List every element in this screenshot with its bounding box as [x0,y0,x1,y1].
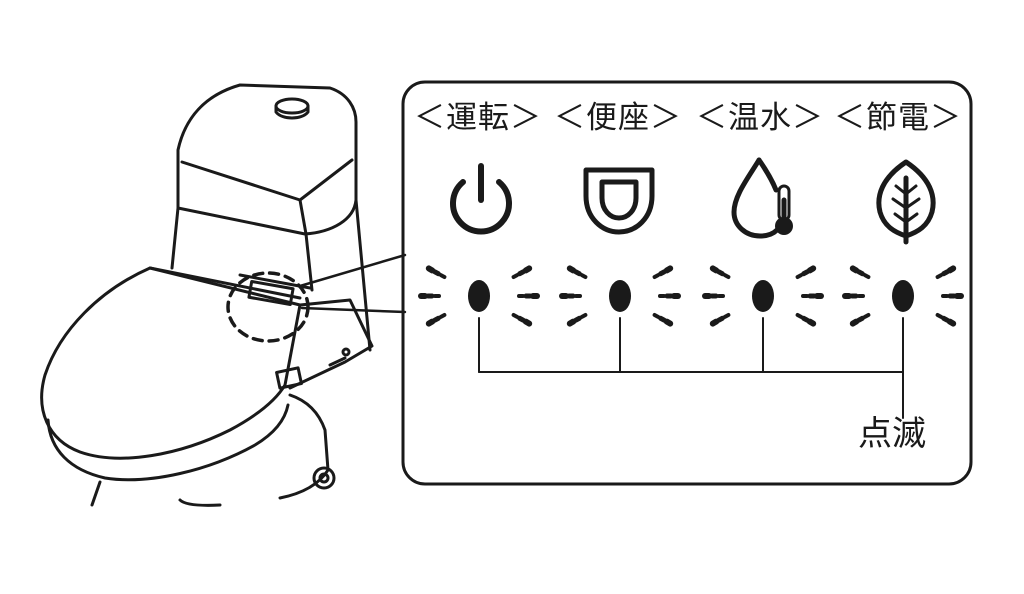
label-seat: ＜便座＞ [554,100,682,136]
blink-ray [709,265,720,274]
indicator-power [418,265,540,327]
blink-ray [652,273,661,279]
blink-ray [722,313,731,319]
blink-ray [511,273,520,279]
blink-ray [663,265,674,274]
toilet-seat-icon [583,167,655,235]
tank-lid-edge [180,158,354,202]
blink-ray [849,265,860,274]
power-icon [450,163,512,235]
blink-ray [716,315,725,323]
blink-ray [941,315,950,323]
callout-panel [401,80,973,486]
blink-ray [801,315,810,323]
indicator-led [752,280,774,312]
blink-ray [856,315,865,323]
callout-lines [298,253,407,314]
blink-note: 点滅 [858,414,926,454]
blink-ray [722,273,731,279]
blink-ray [522,265,533,274]
blink-ray [806,318,817,327]
blink-ray [511,313,520,319]
blink-ray [801,269,810,277]
blink-ray [795,313,804,319]
blink-ray [438,273,447,279]
blink-ray [862,273,871,279]
blink-ray [566,265,577,274]
blink-ray [795,273,804,279]
blink-ray [573,269,582,277]
blink-ray [573,315,582,323]
toilet-lid [40,266,302,460]
blink-ray [652,313,661,319]
label-eco: ＜節電＞ [834,100,962,136]
blink-ray [522,318,533,327]
indicator-led [468,280,490,312]
tank-side-edge [298,198,308,236]
blink-ray [935,273,944,279]
blink-ray [941,269,950,277]
blink-ray [663,318,674,327]
indicator-eco [842,265,964,327]
blink-ray [517,315,526,323]
leaf-icon [876,159,936,245]
blink-ray [566,318,577,327]
label-power: ＜運転＞ [414,100,542,136]
blink-ray [849,318,860,327]
blink-ray [946,265,957,274]
toilet-illustration [40,83,374,507]
blink-ray [438,313,447,319]
flush-knob [274,97,310,115]
blink-ray [856,269,865,277]
blink-ray [432,269,441,277]
blink-ray [946,318,957,327]
indicator-led [609,280,631,312]
blink-ray [709,318,720,327]
indicator-seat [559,265,681,327]
blink-ray [425,318,436,327]
blink-ray [862,313,871,319]
blink-ray [658,269,667,277]
blink-ray [579,313,588,319]
blink-ray [658,315,667,323]
indicator-lights [418,265,964,327]
blink-ray [579,273,588,279]
seat-rim [46,403,290,482]
blink-ray [432,315,441,323]
tank-body [176,83,358,236]
indicator-led [892,280,914,312]
indicator-leader-lines [478,317,904,419]
blink-ray [935,313,944,319]
label-water: ＜温水＞ [696,100,824,136]
blink-ray [716,269,725,277]
blink-ray [517,269,526,277]
indicator-water [702,265,824,327]
water-drop-thermometer-icon [731,157,793,239]
blink-ray [425,265,436,274]
blink-ray [806,265,817,274]
